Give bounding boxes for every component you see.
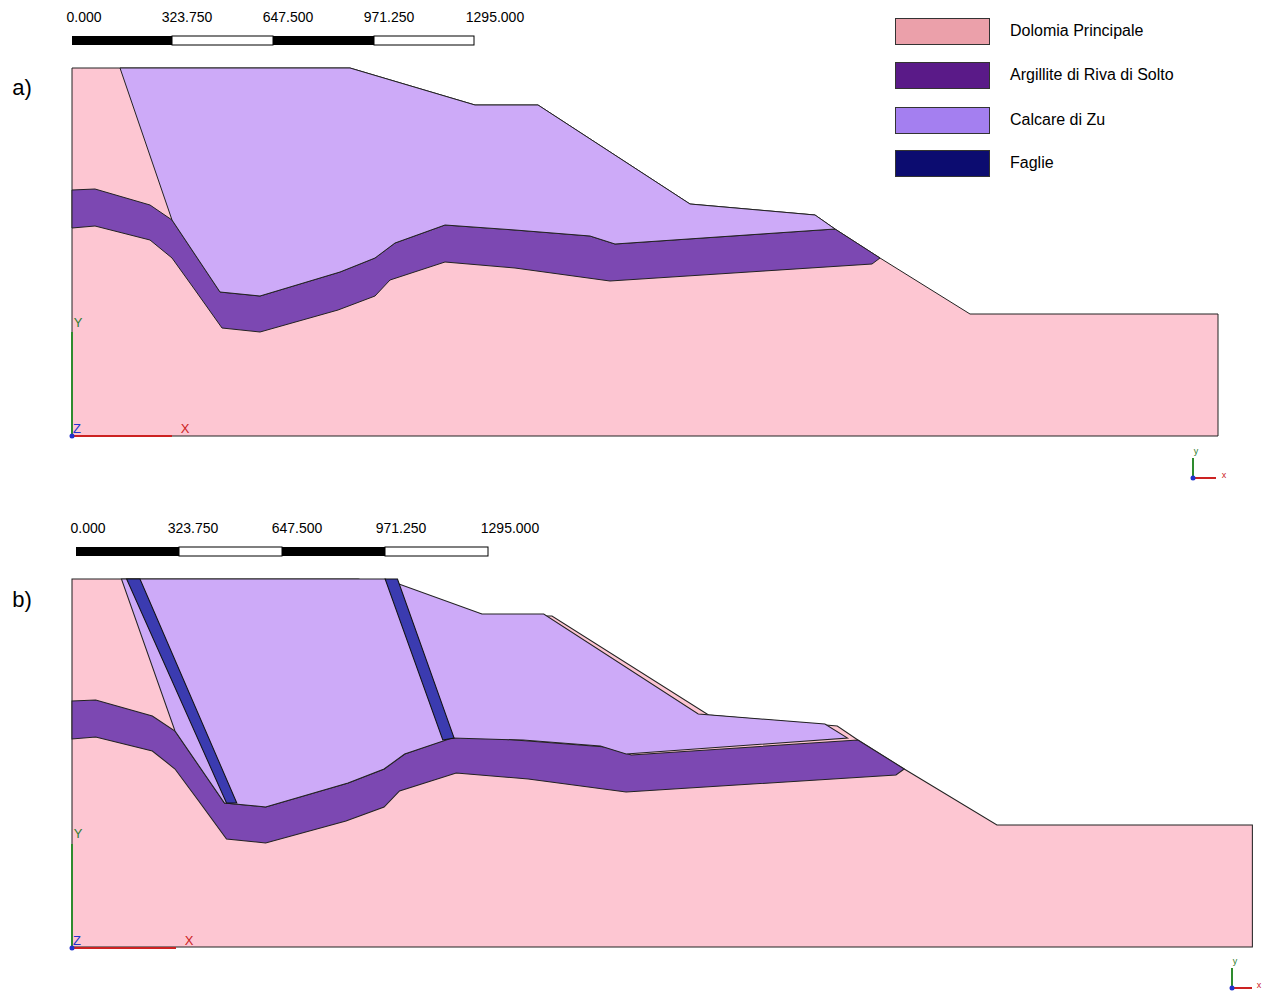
legend-swatch — [895, 62, 990, 89]
legend-text: Dolomia Principale — [1010, 23, 1143, 39]
y-axis — [71, 844, 73, 948]
scale-bar — [374, 36, 474, 45]
axis-label: x — [1222, 471, 1227, 480]
axis-label: X — [185, 934, 194, 947]
legend-swatch — [895, 18, 990, 45]
section-b — [70, 547, 1253, 991]
scale-bar — [172, 36, 273, 45]
x-axis — [72, 947, 176, 949]
legend-text: Argillite di Riva di Solto — [1010, 67, 1174, 83]
legend-swatch — [895, 150, 990, 177]
scale-bar — [273, 36, 374, 45]
axis-label: Z — [73, 934, 81, 947]
scale-bar — [282, 547, 385, 556]
axis-label: y — [1233, 957, 1238, 966]
calcare-region — [120, 68, 835, 296]
triad-x — [1193, 477, 1216, 479]
calcare-region — [121, 579, 847, 807]
scale-bar — [179, 547, 282, 556]
scale-value: 0.000 — [66, 10, 101, 24]
fault — [127, 579, 237, 803]
triad-x — [1232, 987, 1252, 989]
fault — [385, 579, 454, 740]
scale-value: 647.500 — [263, 10, 314, 24]
panel-label: a) — [12, 77, 32, 99]
triad-y — [1231, 968, 1233, 988]
legend-text: Calcare di Zu — [1010, 112, 1105, 128]
triad-y — [1192, 458, 1194, 478]
legend-swatch — [895, 107, 990, 134]
scale-value: 1295.000 — [466, 10, 524, 24]
triad-z — [1230, 986, 1235, 991]
scale-value: 1295.000 — [481, 521, 539, 535]
axis-label: X — [181, 422, 190, 435]
axis-label: Y — [74, 827, 83, 840]
axis-label: x — [1257, 981, 1262, 990]
triad-z — [1191, 476, 1196, 481]
x-axis — [72, 435, 172, 437]
panel-label: b) — [12, 589, 32, 611]
axis-label: y — [1194, 447, 1199, 456]
legend-text: Faglie — [1010, 155, 1054, 171]
y-axis — [71, 332, 73, 436]
scale-value: 0.000 — [70, 521, 105, 535]
section-a — [70, 36, 1219, 481]
scale-bar — [385, 547, 488, 556]
scale-value: 323.750 — [162, 10, 213, 24]
scale-value: 323.750 — [168, 521, 219, 535]
scale-bar — [72, 36, 172, 45]
scale-bar — [76, 547, 179, 556]
axis-label: Y — [74, 316, 83, 329]
scale-value: 971.250 — [364, 10, 415, 24]
axis-label: Z — [73, 422, 81, 435]
scale-value: 971.250 — [376, 521, 427, 535]
scale-value: 647.500 — [272, 521, 323, 535]
